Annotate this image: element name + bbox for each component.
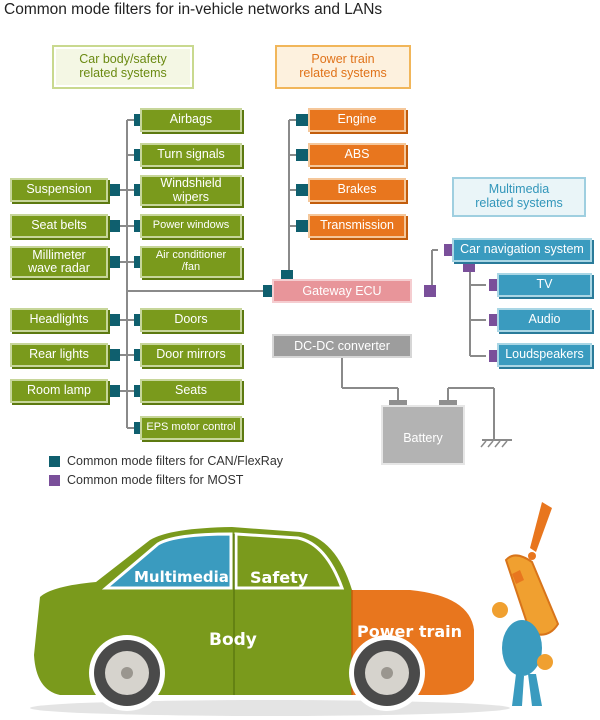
item-abs: ABS — [308, 143, 406, 167]
item-door-mirrors: Door mirrors — [140, 343, 242, 367]
item-millimeter-wave-radar: Millimeter wave radar — [10, 246, 108, 278]
front-wheel — [349, 635, 425, 711]
battery-symbol — [381, 400, 465, 465]
item-loudspeakers: Loudspeakers — [497, 343, 592, 367]
item-car-navigation: Car navigation system — [452, 238, 592, 262]
item-suspension: Suspension — [10, 178, 108, 202]
car-illustration — [30, 502, 560, 716]
item-windshield-wipers: Windshield wipers — [140, 175, 242, 206]
dcdc-converter: DC-DC converter — [272, 334, 412, 358]
item-eps-motor-control: EPS motor control — [140, 416, 242, 440]
legend-most: Common mode filters for MOST — [49, 473, 243, 487]
item-brakes: Brakes — [308, 178, 406, 202]
header-multimedia: Multimedia related systems — [452, 177, 586, 217]
safety-window — [234, 532, 345, 590]
legend-can: Common mode filters for CAN/FlexRay — [49, 454, 283, 468]
rear-wheel — [89, 635, 165, 711]
item-seats: Seats — [140, 379, 242, 403]
ground-symbol — [480, 440, 508, 448]
item-airbags: Airbags — [140, 108, 242, 132]
item-turn-signals: Turn signals — [140, 143, 242, 167]
can-filter-swatch — [49, 455, 60, 467]
item-engine: Engine — [308, 108, 406, 132]
item-audio: Audio — [497, 308, 592, 332]
legend-most-label: Common mode filters for MOST — [67, 473, 244, 487]
item-doors: Doors — [140, 308, 242, 332]
item-power-windows: Power windows — [140, 214, 242, 238]
most-filter-swatch — [49, 474, 60, 486]
car-label-body: Body — [209, 630, 257, 650]
car-label-safety: Safety — [250, 568, 309, 587]
gateway-ecu: Gateway ECU — [272, 279, 412, 303]
car-label-multimedia: Multimedia — [134, 568, 229, 586]
header-body-safety: Car body/safety related systems — [52, 45, 194, 89]
legend-can-label: Common mode filters for CAN/FlexRay — [67, 454, 284, 468]
item-rear-lights: Rear lights — [10, 343, 108, 367]
item-room-lamp: Room lamp — [10, 379, 108, 403]
car-shadow — [30, 700, 510, 716]
mascot-character — [492, 502, 560, 706]
item-air-conditioner: Air conditioner /fan — [140, 246, 242, 278]
page-title: Common mode filters for in-vehicle netwo… — [4, 1, 383, 18]
car-label-power-train: Power train — [357, 622, 463, 641]
multimedia-window — [106, 534, 231, 588]
item-seat-belts: Seat belts — [10, 214, 108, 238]
item-tv: TV — [497, 273, 592, 297]
battery-label: Battery — [403, 431, 443, 446]
header-power-train: Power train related systems — [275, 45, 411, 89]
item-transmission: Transmission — [308, 214, 406, 238]
item-headlights: Headlights — [10, 308, 108, 332]
